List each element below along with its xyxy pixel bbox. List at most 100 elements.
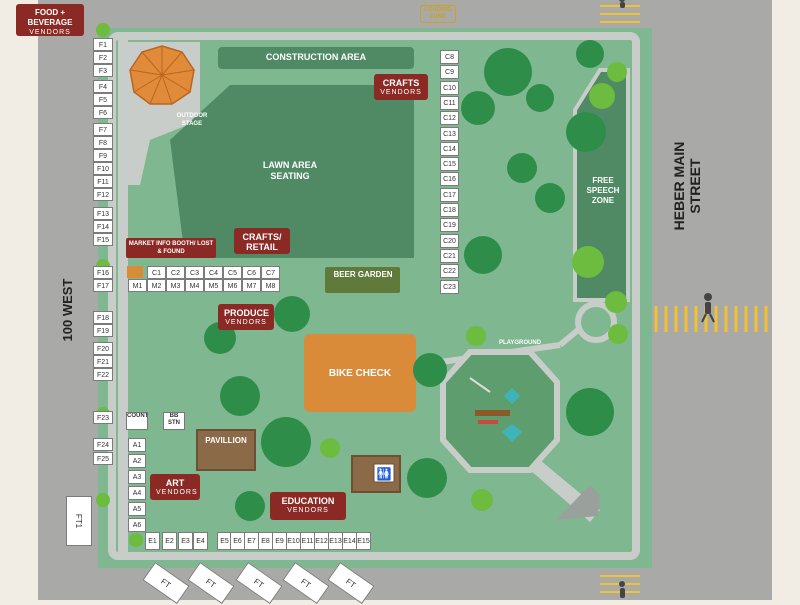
swing [469,377,491,393]
vendor-stall[interactable]: M7 [242,279,261,292]
vendor-stall[interactable]: M3 [166,279,185,292]
vendor-stall[interactable]: C2 [166,266,185,279]
vendor-stall[interactable]: F17 [93,279,113,292]
vendor-stall[interactable]: F20 [93,342,113,355]
vendor-stall[interactable]: F21 [93,355,113,368]
vendor-stall[interactable]: C13 [440,126,459,141]
tree [413,353,447,387]
vendor-stall[interactable]: E1 [145,532,160,550]
vendor-stall[interactable]: FT1 [66,496,92,546]
vendor-stall[interactable]: F23 [93,411,113,424]
vendor-stall[interactable]: F9 [93,149,113,162]
callout-crafts: CRAFTS VENDORS [374,74,428,100]
vendor-stall[interactable]: F4 [93,80,113,93]
vendor-stall[interactable]: F14 [93,220,113,233]
vendor-stall[interactable]: F1 [93,38,113,51]
vendor-stall[interactable]: A6 [128,518,146,532]
vendor-stall[interactable]: F10 [93,162,113,175]
vendor-stall[interactable]: C1 [147,266,166,279]
vendor-stall[interactable]: F3 [93,64,113,77]
vendor-stall[interactable]: F8 [93,136,113,149]
vendor-stall[interactable]: C9 [440,65,459,80]
vendor-stall[interactable]: F22 [93,368,113,381]
vendor-stall[interactable]: F15 [93,233,113,246]
vendor-stall[interactable]: E11 [300,532,315,550]
vendor-stall[interactable]: F24 [93,438,113,451]
vendor-stall[interactable]: F5 [93,93,113,106]
vendor-stall[interactable]: C14 [440,141,459,156]
vendor-stall[interactable]: F2 [93,51,113,64]
callout-produce-sub: VENDORS [225,319,267,326]
vendor-stall[interactable]: A2 [128,454,146,468]
vendor-stall[interactable]: F6 [93,106,113,119]
vendor-stall[interactable]: C19 [440,218,459,233]
vendor-stall[interactable]: C21 [440,248,459,263]
vendor-stall[interactable]: F25 [93,452,113,465]
street-label-west: 100 WEST [60,278,75,342]
vendor-stall[interactable]: C12 [440,111,459,126]
street-label-east: HEBER MAIN STREET [671,141,703,231]
vendor-stall[interactable]: E10 [286,532,301,550]
vendor-stall[interactable]: C17 [440,187,459,202]
tree [471,489,493,511]
vendor-stall[interactable]: F13 [93,207,113,220]
vendor-stall[interactable]: E3 [178,532,193,550]
callout-food-title: FOOD + BEVERAGE [27,8,73,27]
roundabout [575,301,617,343]
vendor-stall[interactable]: A3 [128,470,146,484]
vendor-stall[interactable]: E9 [272,532,287,550]
pavillion-building [196,429,256,471]
vendor-stall[interactable]: C22 [440,264,459,279]
vendor-stall[interactable]: A5 [128,502,146,516]
vendor-stall[interactable]: E6 [230,532,245,550]
vendor-stall[interactable]: C7 [261,266,280,279]
tree [535,183,565,213]
vendor-stall[interactable]: F11 [93,175,113,188]
callout-crafts-title: CRAFTS [382,78,420,88]
vendor-stall[interactable]: C4 [204,266,223,279]
vendor-stall[interactable]: C20 [440,233,459,248]
vendor-stall[interactable]: F7 [93,123,113,136]
vendor-stall[interactable]: C16 [440,172,459,187]
inner-path-left [118,36,128,556]
vendor-stall[interactable]: A1 [128,438,146,452]
vendor-stall[interactable]: C8 [440,50,459,64]
callout-food: FOOD + BEVERAGE VENDORS [16,4,84,36]
east-street [652,0,772,600]
tree [261,417,311,467]
vendor-stall[interactable]: C18 [440,203,459,217]
vendor-stall[interactable]: C10 [440,80,459,95]
vendor-stall[interactable]: C11 [440,95,459,110]
vendor-stall[interactable]: C3 [185,266,204,279]
vendor-stall[interactable]: E7 [244,532,259,550]
callout-art: ART VENDORS [150,474,200,500]
vendor-stall[interactable]: C15 [440,157,459,172]
vendor-stall[interactable]: F18 [93,311,113,324]
vendor-stall[interactable]: M5 [204,279,223,292]
vendor-stall[interactable]: E4 [193,532,208,550]
vendor-stall[interactable]: E13 [328,532,343,550]
pedestrian-icon-south [619,581,625,598]
vendor-stall[interactable]: C5 [223,266,242,279]
vendor-stall[interactable]: F19 [93,324,113,337]
vendor-stall[interactable]: C23 [440,279,459,294]
vendor-stall[interactable]: F16 [93,266,113,279]
vendor-stall[interactable]: M4 [185,279,204,292]
vendor-stall[interactable]: C6 [242,266,261,279]
vendor-stall[interactable]: E14 [342,532,357,550]
tree [589,83,615,109]
vendor-stall[interactable]: M8 [261,279,280,292]
vendor-stall[interactable]: M6 [223,279,242,292]
lawn-label: LAWN AREA SEATING [262,160,318,181]
vendor-stall[interactable]: F12 [93,188,113,201]
vendor-stall[interactable]: M2 [147,279,166,292]
vendor-stall[interactable]: E15 [356,532,371,550]
tree [274,296,310,332]
vendor-stall[interactable]: E8 [258,532,273,550]
tree [220,376,260,416]
vendor-stall[interactable]: E12 [314,532,329,550]
vendor-stall[interactable]: M1 [128,279,147,292]
vendor-stall[interactable]: A4 [128,486,146,500]
vendor-stall[interactable]: E2 [162,532,177,550]
